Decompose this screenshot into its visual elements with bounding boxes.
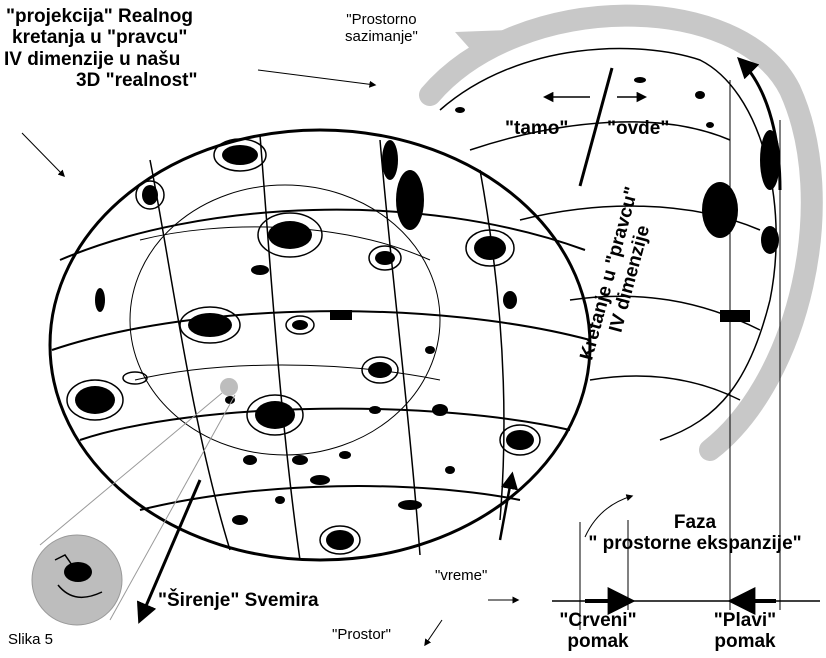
- here-label: "ovde": [607, 118, 669, 139]
- galaxy-cluster-right: [382, 77, 780, 322]
- pointer-projection: [22, 133, 64, 176]
- pointer-compression: [258, 70, 375, 85]
- redshift-label: "Crveni" pomak: [548, 610, 648, 653]
- expansion-label: "Širenje" Svemira: [158, 590, 319, 611]
- observer-dot: [220, 378, 238, 396]
- galaxies: [75, 145, 534, 550]
- time-label: "vreme": [435, 568, 487, 585]
- phase-label: Faza " prostorne ekspanzije": [560, 512, 826, 555]
- space-arrow: [425, 620, 442, 645]
- figure-caption: Slika 5: [8, 632, 53, 649]
- space-label: "Prostor": [332, 627, 391, 644]
- projection-label: "projekcija" Realnog kretanja u "pravcu"…: [4, 6, 198, 91]
- compression-label: "Prostorno sazimanje": [345, 12, 418, 46]
- there-label: "tamo": [505, 118, 568, 139]
- blueshift-label: "Plavi" pomak: [695, 610, 795, 653]
